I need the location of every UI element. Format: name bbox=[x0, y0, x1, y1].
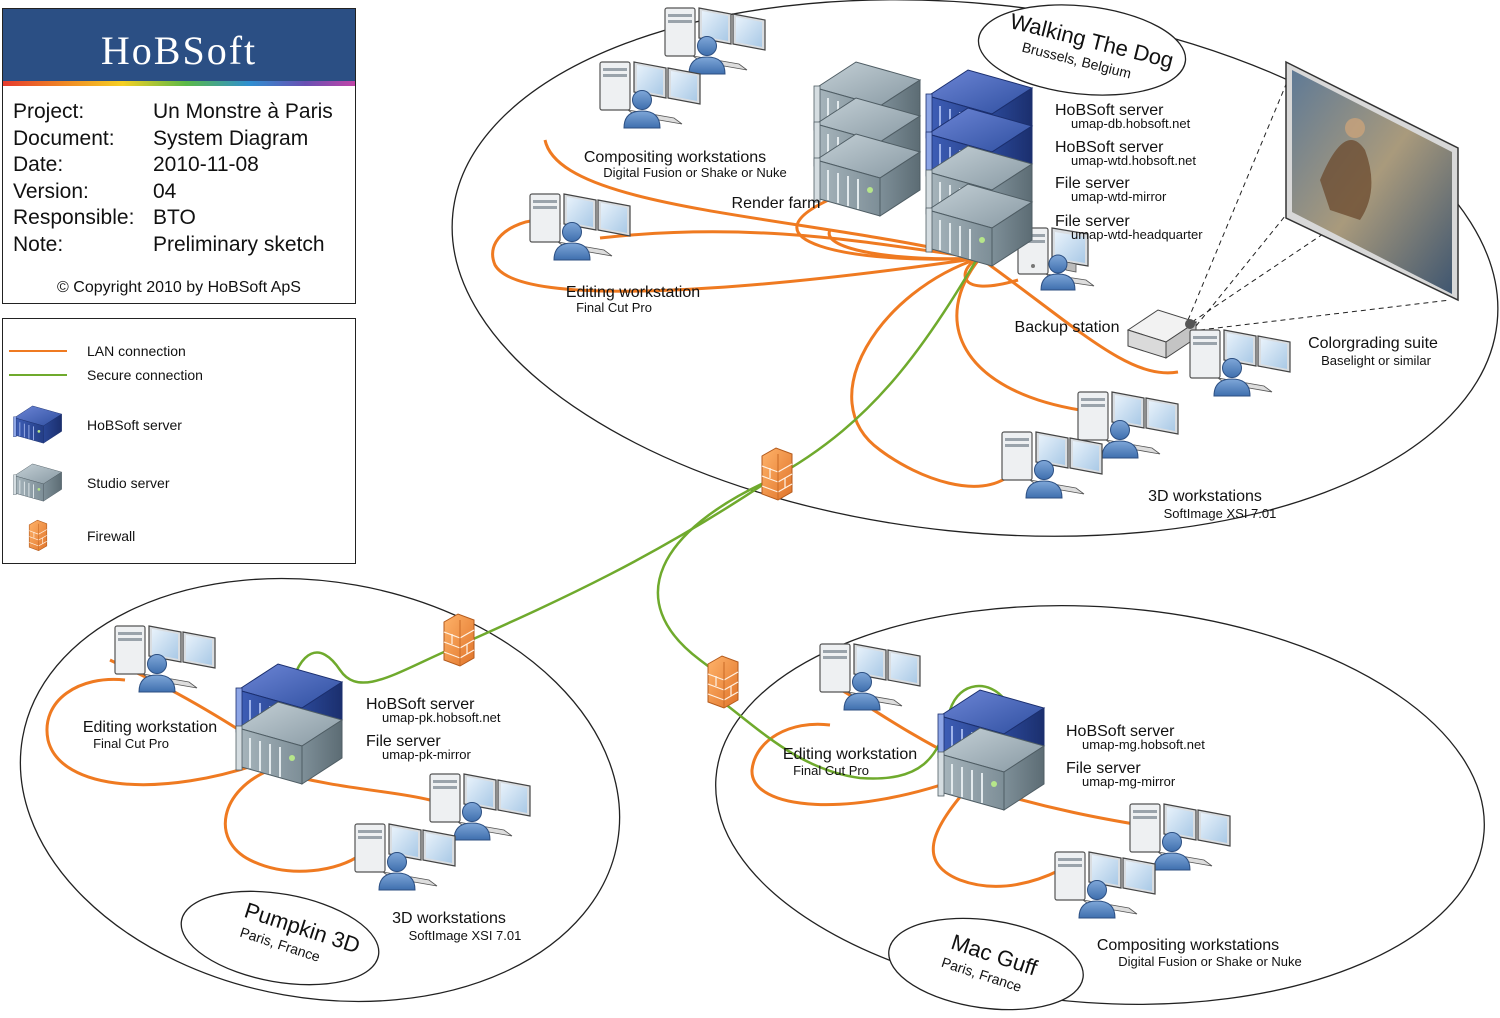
project-info-table: Project: Un Monstre à Paris Document: Syst… bbox=[13, 99, 333, 258]
wtd-server-4-title: File server bbox=[1055, 213, 1130, 230]
info-key: Responsible: bbox=[13, 206, 135, 230]
wtd-server-4-host: umap-wtd-headquarter bbox=[1071, 227, 1203, 242]
pk-3d-sub: SoftImage XSI 7.01 bbox=[409, 928, 522, 943]
info-row: Document: System Diagram bbox=[13, 126, 333, 153]
info-value: 2010-11-08 bbox=[153, 153, 259, 177]
legend-label-secure: Secure connection bbox=[87, 367, 203, 383]
firewall-wtd bbox=[761, 447, 793, 501]
wtd-compositing-workstation-b bbox=[599, 61, 701, 129]
info-value: 04 bbox=[153, 179, 177, 203]
pk-editing-sub: Final Cut Pro bbox=[93, 736, 169, 751]
wtd-compositing-title: Compositing workstations bbox=[584, 149, 766, 166]
pk-name-bubble bbox=[180, 890, 380, 986]
pk-3d-title: 3D workstations bbox=[392, 910, 506, 927]
site-pk-area bbox=[19, 577, 621, 1003]
legend-item-lan: LAN connection bbox=[3, 339, 186, 363]
info-key: Note: bbox=[13, 232, 64, 256]
hobsoft-server-icon bbox=[13, 405, 63, 444]
mg-server-2-host: umap-mg-mirror bbox=[1082, 774, 1176, 789]
info-row: Version: 04 bbox=[13, 179, 333, 206]
copyright-notice: © Copyright 2010 by HoBSoft ApS bbox=[57, 279, 301, 296]
wtd-server-3-host: umap-wtd-mirror bbox=[1071, 189, 1167, 204]
info-key: Document: bbox=[13, 126, 115, 150]
lan-line-swatch bbox=[9, 350, 67, 352]
legend: LAN connection Secure connection HoBSoft… bbox=[2, 318, 356, 564]
info-row: Responsible: BTO bbox=[13, 205, 333, 232]
legend-label-lan: LAN connection bbox=[87, 343, 186, 359]
projector bbox=[1126, 309, 1198, 359]
brand-stripe bbox=[3, 81, 355, 86]
wtd-editing-sub: Final Cut Pro bbox=[576, 300, 652, 315]
wtd-colorgrading-workstation bbox=[1189, 329, 1291, 397]
wtd-server-1-host: umap-db.hobsoft.net bbox=[1071, 116, 1191, 131]
projection-screen bbox=[1285, 60, 1459, 302]
wtd-editing-workstation bbox=[529, 193, 631, 261]
legend-item-secure: Secure connection bbox=[3, 363, 203, 387]
site-wtd-area bbox=[451, 0, 1499, 537]
pk-server-1-title: HoBSoft server bbox=[366, 696, 475, 713]
info-key: Date: bbox=[13, 153, 64, 177]
mg-server-1-title: HoBSoft server bbox=[1066, 723, 1175, 740]
mg-compositing-workstation-b bbox=[1054, 851, 1156, 919]
site-mg-area bbox=[715, 605, 1485, 1005]
legend-item-firewall: Firewall bbox=[3, 519, 135, 553]
info-value: BTO bbox=[153, 206, 196, 230]
wtd-3d-title: 3D workstations bbox=[1148, 488, 1262, 505]
wtd-server-1-title: HoBSoft server bbox=[1055, 102, 1164, 119]
pk-3d-workstation-b bbox=[354, 823, 456, 891]
pk-editing-workstation bbox=[114, 625, 216, 693]
brand-banner: HoBSoft bbox=[3, 9, 355, 81]
info-row: Note: Preliminary sketch bbox=[13, 232, 333, 259]
wtd-server-2-title: HoBSoft server bbox=[1055, 139, 1164, 156]
projection-lines bbox=[1187, 69, 1451, 331]
mg-server-1-host: umap-mg.hobsoft.net bbox=[1082, 737, 1205, 752]
mg-editing-sub: Final Cut Pro bbox=[793, 763, 869, 778]
mg-editing-title: Editing workstation bbox=[783, 746, 917, 763]
mg-name-bubble bbox=[888, 917, 1084, 1011]
legend-label-hobsoft-server: HoBSoft server bbox=[87, 417, 182, 433]
wtd-colorgrading-sub: Baselight or similar bbox=[1321, 353, 1431, 368]
secure-line-swatch bbox=[9, 374, 67, 376]
info-key: Version: bbox=[13, 179, 89, 203]
firewall-pk bbox=[443, 613, 475, 667]
firewall-mg bbox=[707, 655, 739, 709]
legend-item-studio-server: Studio server bbox=[3, 463, 169, 503]
legend-label-firewall: Firewall bbox=[87, 528, 136, 544]
wtd-render-farm-label: Render farm bbox=[732, 195, 821, 212]
wtd-3d-workstation-b bbox=[1001, 431, 1103, 499]
wtd-backup-label: Backup station bbox=[1015, 319, 1120, 336]
mg-compositing-workstation-a bbox=[1129, 803, 1231, 871]
pk-3d-workstation-a bbox=[429, 773, 531, 841]
wtd-server-3-title: File server bbox=[1055, 175, 1130, 192]
wtd-server-2-host: umap-wtd.hobsoft.net bbox=[1071, 153, 1196, 168]
mg-editing-workstation bbox=[819, 643, 921, 711]
brand-logo: HoBSoft bbox=[100, 28, 258, 73]
wtd-lan-connections bbox=[491, 139, 1179, 488]
pk-server-2-title: File server bbox=[366, 733, 441, 750]
wtd-compositing-workstation-a bbox=[664, 7, 766, 75]
studio-server-icon bbox=[13, 463, 63, 502]
title-block: HoBSoft Project: Un Monstre à Paris Docum… bbox=[2, 8, 356, 304]
wtd-name-bubble bbox=[977, 4, 1187, 96]
info-row: Project: Un Monstre à Paris bbox=[13, 99, 333, 126]
info-value: Preliminary sketch bbox=[153, 232, 325, 256]
mg-server-2-title: File server bbox=[1066, 760, 1141, 777]
info-value: Un Monstre à Paris bbox=[153, 100, 333, 124]
wtd-compositing-sub: Digital Fusion or Shake or Nuke bbox=[603, 165, 787, 180]
pk-server-1-host: umap-pk.hobsoft.net bbox=[382, 710, 501, 725]
pk-server-2-host: umap-pk-mirror bbox=[382, 747, 472, 762]
wtd-colorgrading-title: Colorgrading suite bbox=[1308, 335, 1438, 352]
mg-compositing-sub: Digital Fusion or Shake or Nuke bbox=[1118, 954, 1302, 969]
wtd-3d-sub: SoftImage XSI 7.01 bbox=[1164, 506, 1277, 521]
firewall-icon bbox=[28, 519, 48, 552]
wtd-editing-title: Editing workstation bbox=[566, 284, 700, 301]
legend-label-studio-server: Studio server bbox=[87, 475, 170, 491]
pk-editing-title: Editing workstation bbox=[83, 719, 217, 736]
info-value: System Diagram bbox=[153, 126, 309, 150]
legend-item-hobsoft-server: HoBSoft server bbox=[3, 405, 182, 445]
mg-compositing-title: Compositing workstations bbox=[1097, 937, 1279, 954]
info-row: Date: 2010-11-08 bbox=[13, 152, 333, 179]
info-key: Project: bbox=[13, 100, 85, 124]
